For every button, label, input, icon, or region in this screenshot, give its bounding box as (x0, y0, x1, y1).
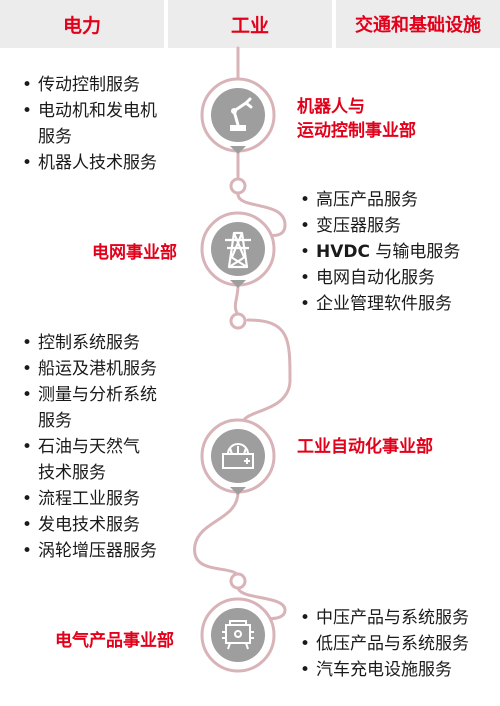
list-item: 船运及港机服务 (22, 356, 157, 382)
list-item: 机器人技术服务 (22, 150, 157, 176)
badge-electrical-products (200, 597, 276, 673)
badge-industrial-automation (200, 418, 276, 495)
list-item: 流程工业服务 (22, 486, 157, 512)
list-item: 中压产品与系统服务 (300, 605, 469, 631)
list-item: 涡轮增压器服务 (22, 538, 157, 564)
list-item: 汽车充电设施服务 (300, 657, 469, 683)
tab-power[interactable]: 电力 (0, 0, 164, 48)
business-unit-electrical-products: 电气产品事业部 (55, 631, 174, 651)
tab-industry[interactable]: 工业 (164, 0, 332, 48)
electrical-products-services-list: 中压产品与系统服务 低压产品与系统服务 汽车充电设施服务 (300, 605, 469, 683)
business-unit-industrial-automation: 工业自动化事业部 (297, 437, 433, 457)
header-tabs: 电力 工业 交通和基础设施 (0, 0, 500, 48)
badge-grid (200, 211, 276, 288)
list-item: 企业管理软件服务 (300, 291, 460, 317)
list-item: 电网自动化服务 (300, 265, 460, 291)
electrical-device-icon (222, 620, 254, 650)
list-item: HVDC 与输电服务 (300, 239, 460, 265)
business-unit-grid: 电网事业部 (92, 243, 177, 263)
badge-robotics (200, 77, 276, 154)
list-item: 传动控制服务 (22, 72, 157, 98)
list-item: 高压产品服务 (300, 187, 460, 213)
tab-transport-infrastructure[interactable]: 交通和基础设施 (332, 0, 500, 48)
turbine-icon (222, 443, 254, 469)
connector-node-1 (229, 177, 247, 195)
list-item: 变压器服务 (300, 213, 460, 239)
connector-node-2 (229, 312, 247, 330)
list-item: 控制系统服务 (22, 330, 157, 356)
transmission-tower-icon (225, 231, 251, 269)
list-item: 发电技术服务 (22, 512, 157, 538)
grid-services-list: 高压产品服务 变压器服务 HVDC 与输电服务 电网自动化服务 企业管理软件服务 (300, 187, 460, 317)
robot-arm-icon (230, 97, 253, 131)
list-item: 低压产品与系统服务 (300, 631, 469, 657)
business-unit-robotics: 机器人与 运动控制事业部 (297, 97, 416, 141)
connector-node-3 (229, 572, 247, 590)
